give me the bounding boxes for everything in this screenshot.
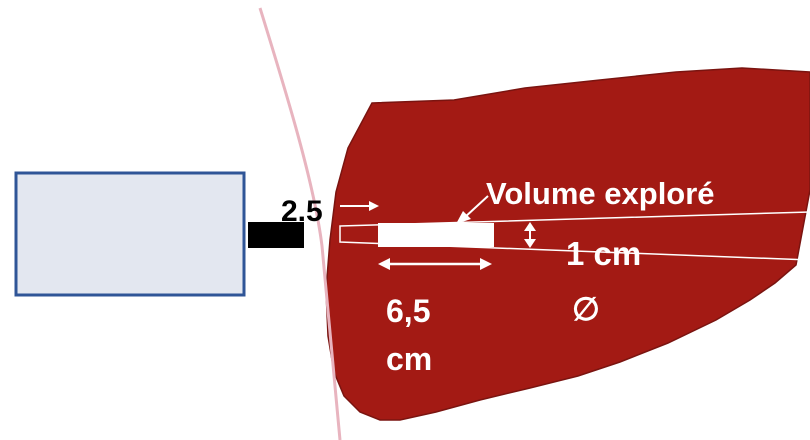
length-arrowhead-right-icon bbox=[480, 258, 492, 270]
skin-gap bbox=[304, 222, 314, 270]
explored-volume-bar bbox=[378, 223, 494, 247]
skin-line bbox=[258, 7, 342, 440]
volume-pointer-line bbox=[463, 195, 489, 219]
length-value-label: 6,5 bbox=[386, 293, 430, 329]
offset-arrowhead-icon bbox=[369, 201, 379, 211]
liver-shape bbox=[325, 67, 810, 421]
probe-box bbox=[14, 171, 246, 297]
length-arrowhead-left-icon bbox=[378, 258, 390, 270]
length-unit-label: cm bbox=[386, 341, 432, 377]
beam-outline bbox=[339, 211, 810, 261]
probe-cable bbox=[248, 222, 304, 248]
offset-label: 2.5 bbox=[281, 195, 323, 228]
diameter-arrowhead-up-icon bbox=[524, 222, 536, 231]
diameter-symbol: ∅ bbox=[572, 291, 600, 327]
diameter-label: 1 cm bbox=[566, 235, 641, 272]
volume-label: Volume exploré bbox=[486, 176, 715, 211]
volume-pointer-arrowhead-icon bbox=[456, 211, 471, 224]
diameter-arrowhead-down-icon bbox=[524, 239, 536, 248]
